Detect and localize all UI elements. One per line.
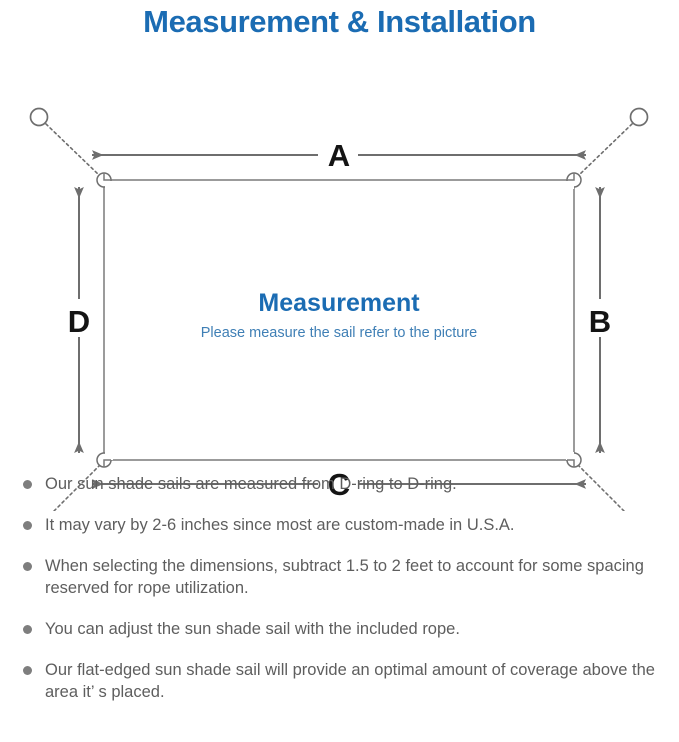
bullet-icon bbox=[23, 480, 32, 489]
rope-top-left bbox=[45, 123, 100, 176]
d-ring-tr-mask bbox=[566, 181, 574, 189]
rope-bottom-left bbox=[52, 465, 100, 511]
d-ring-br-mask bbox=[566, 452, 574, 460]
anchor-top-right-icon bbox=[629, 107, 649, 127]
note-text: Our sun shade sails are measured from D-… bbox=[45, 475, 457, 493]
sail-measurement-diagram: A C D B Measurement Please measure the s… bbox=[29, 107, 649, 511]
note-text: It may vary by 2-6 inches since most are… bbox=[45, 516, 515, 534]
rope-top-right bbox=[578, 123, 633, 176]
bullet-icon bbox=[23, 625, 32, 634]
notes-list: Our sun shade sails are measured from D-… bbox=[0, 473, 679, 722]
d-ring-br-edge bbox=[567, 459, 575, 467]
list-item: It may vary by 2-6 inches since most are… bbox=[14, 514, 665, 536]
list-item: Our sun shade sails are measured from D-… bbox=[14, 473, 665, 495]
list-item: Our flat-edged sun shade sail will provi… bbox=[14, 659, 665, 703]
bullet-icon bbox=[23, 521, 32, 530]
d-ring-bl-mask bbox=[105, 452, 113, 460]
dimension-label-b: B bbox=[589, 304, 611, 339]
list-item: You can adjust the sun shade sail with t… bbox=[14, 618, 665, 640]
bullet-icon bbox=[23, 562, 32, 571]
diagram-container: A C D B Measurement Please measure the s… bbox=[0, 41, 679, 511]
dimension-label-d: D bbox=[68, 304, 90, 339]
note-text: You can adjust the sun shade sail with t… bbox=[45, 620, 460, 638]
sail-center-subtitle: Please measure the sail refer to the pic… bbox=[201, 325, 477, 341]
d-ring-tl-mask bbox=[105, 181, 113, 189]
note-text: Our flat-edged sun shade sail will provi… bbox=[45, 661, 655, 701]
bullet-icon bbox=[23, 666, 32, 675]
anchor-top-left-icon bbox=[29, 107, 49, 127]
sail-rectangle bbox=[103, 179, 575, 461]
dimension-label-a: A bbox=[328, 138, 350, 173]
d-ring-bl-edge bbox=[103, 459, 111, 467]
d-ring-tr-edge bbox=[567, 173, 575, 181]
rope-bottom-right bbox=[578, 465, 626, 511]
sail-center-title: Measurement bbox=[258, 289, 420, 317]
dimension-label-c: C bbox=[328, 467, 350, 502]
note-text: When selecting the dimensions, subtract … bbox=[45, 557, 644, 597]
list-item: When selecting the dimensions, subtract … bbox=[14, 555, 665, 599]
d-ring-tl-edge bbox=[103, 173, 111, 181]
page-title: Measurement & Installation bbox=[143, 4, 536, 39]
